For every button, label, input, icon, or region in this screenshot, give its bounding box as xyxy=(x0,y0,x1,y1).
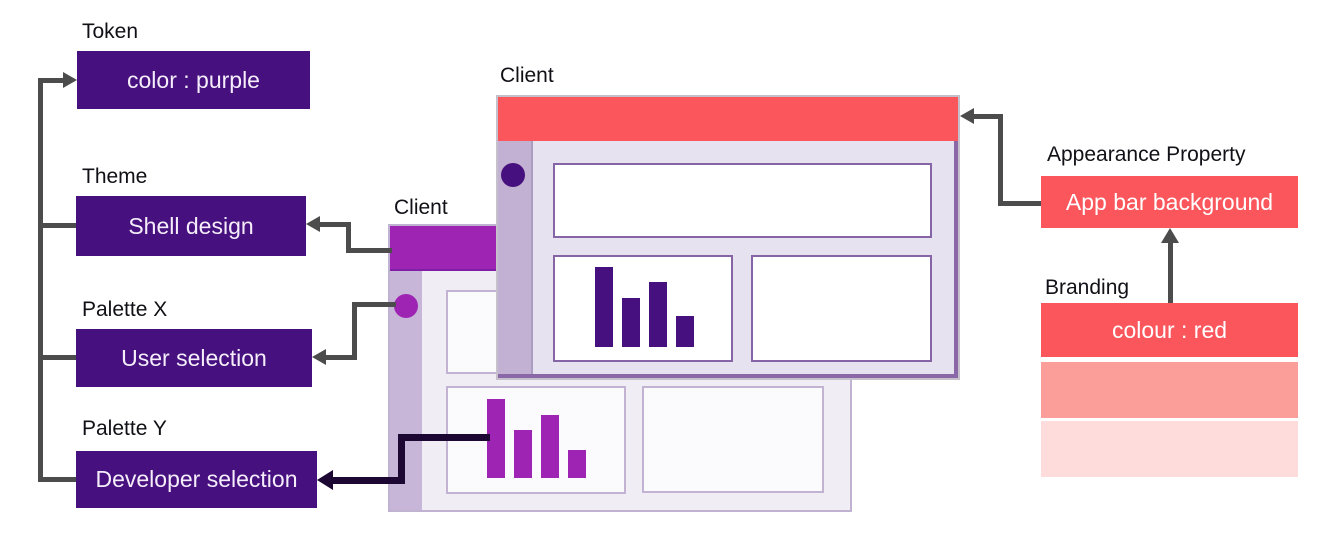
chart-bar xyxy=(595,267,613,347)
connector-chart-to-developer-selection xyxy=(398,434,405,484)
token-label: Token xyxy=(82,20,139,43)
client-back-accent-dot xyxy=(394,294,418,318)
client-front-panel xyxy=(751,255,932,362)
client-window-front xyxy=(496,95,960,380)
connector-left-trunk xyxy=(38,78,43,482)
appearance-property-label: Appearance Property xyxy=(1047,143,1246,166)
arrowhead-into-front-appbar xyxy=(960,108,974,124)
connector-chart-to-developer-selection xyxy=(333,477,405,484)
client-back-chart-panel xyxy=(446,386,626,494)
chart-bar xyxy=(541,415,559,478)
client-back-panel xyxy=(642,386,824,493)
chart-bar xyxy=(568,450,586,478)
client-front-panel xyxy=(553,163,932,238)
branding-swatch-medium xyxy=(1041,362,1298,418)
connector-trunk-to-palette-x xyxy=(38,355,76,360)
arrowhead-into-shell-design xyxy=(306,216,320,232)
client-front-chart-panel xyxy=(553,255,733,362)
connector-appbarbg-to-appbar xyxy=(998,201,1042,206)
connector-appbarbg-to-appbar xyxy=(998,114,1003,206)
connector-appbar-to-shell-design xyxy=(320,222,351,227)
connector-appbar-to-shell-design xyxy=(346,248,392,253)
connector-appbarbg-to-appbar xyxy=(974,114,1003,119)
chart-bar xyxy=(649,282,667,347)
client-front-accent-dot xyxy=(501,163,525,187)
arrowhead-into-appbarbg xyxy=(1161,228,1179,243)
connector-appbar-to-shell-design xyxy=(346,222,351,253)
client-front-content xyxy=(498,141,958,378)
theme-box: Shell design xyxy=(76,196,306,256)
client-back-label: Client xyxy=(394,196,448,219)
client-front-appbar xyxy=(498,97,958,141)
chart-bar xyxy=(622,298,640,347)
connector-dot-to-user-selection xyxy=(352,302,357,360)
token-box: color : purple xyxy=(77,51,310,109)
chart-bar xyxy=(676,316,694,347)
connector-trunk-to-palette-y xyxy=(38,477,76,482)
chart-bar xyxy=(487,399,505,478)
arrowhead-into-token xyxy=(63,72,77,88)
app-bar-background-box: App bar background xyxy=(1041,176,1298,228)
client-front-bar-chart xyxy=(595,267,694,347)
palette-x-box: User selection xyxy=(76,329,312,387)
palette-y-box: Developer selection xyxy=(76,451,317,508)
theme-label: Theme xyxy=(82,165,148,188)
client-back-bar-chart xyxy=(487,399,586,478)
arrowhead-into-developer-selection xyxy=(317,470,333,490)
connector-dot-to-user-selection xyxy=(352,302,396,307)
connector-dot-to-user-selection xyxy=(326,355,357,360)
client-front-label: Client xyxy=(500,64,554,87)
chart-bar xyxy=(514,430,532,478)
palette-y-label: Palette Y xyxy=(82,417,167,440)
arrowhead-into-user-selection xyxy=(312,349,326,365)
connector-chart-to-developer-selection xyxy=(398,434,490,441)
connector-trunk-to-token xyxy=(38,78,64,83)
branding-colour-box: colour : red xyxy=(1041,303,1298,357)
connector-branding-to-appbarbg xyxy=(1168,243,1173,304)
branding-swatch-light xyxy=(1041,421,1298,477)
palette-x-label: Palette X xyxy=(82,298,168,321)
connector-trunk-to-theme xyxy=(38,223,76,228)
branding-label: Branding xyxy=(1045,276,1130,299)
